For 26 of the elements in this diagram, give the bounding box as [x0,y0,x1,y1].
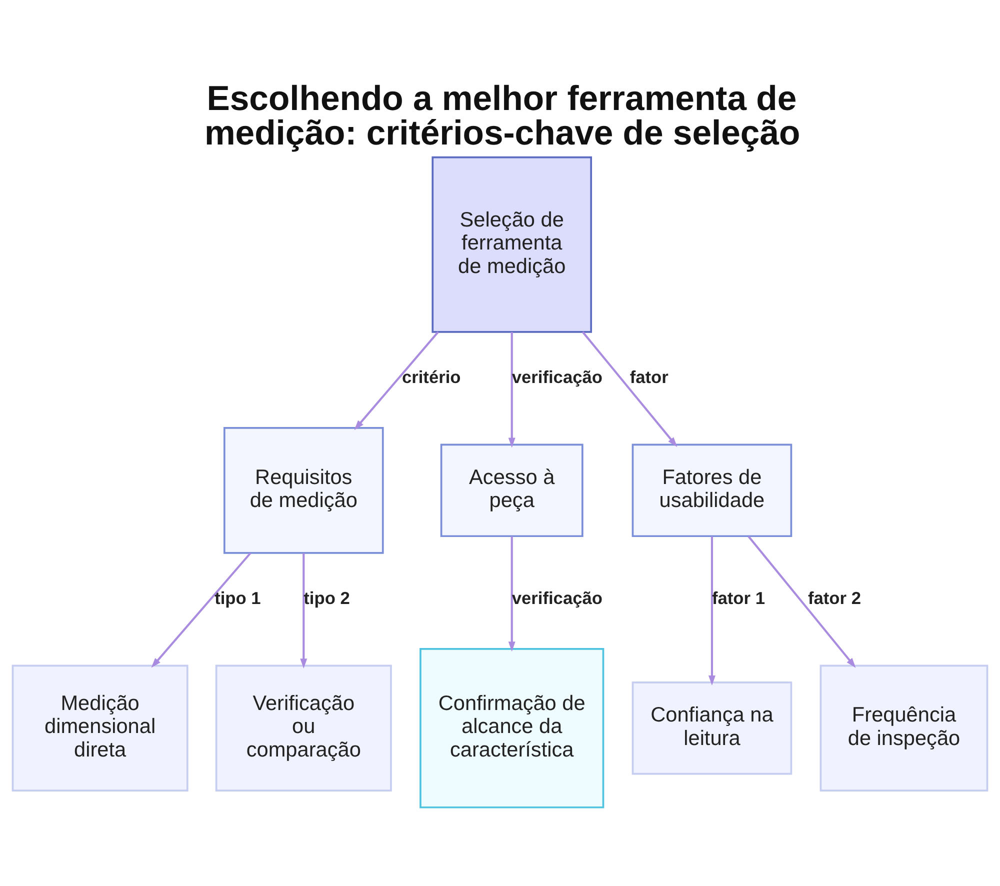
edge-label: critério [402,366,461,387]
arrow [300,553,308,669]
edge-label: verificação [512,366,602,387]
diagram-title: Escolhendo a melhor ferramenta de medição: critérios-chave de seleção [204,80,800,153]
node-box: Seleção de ferramenta de medição [432,156,592,333]
edge-label: fator 2 [808,588,861,608]
edge-label: fator 1 [712,588,765,608]
arrow [151,552,252,668]
node-box: Verificação ou comparação [215,664,392,792]
node-box: Confiança na leitura [632,682,792,775]
node-box: Fatores de usabilidade [632,444,792,538]
arrow [582,331,678,447]
node-box: Confirmação de alcance da característica [420,648,604,808]
arrow [508,332,516,448]
arrow [354,331,439,430]
arrow [708,536,716,686]
arrow [508,536,516,652]
node-box: Requisitos de medição [223,427,384,554]
node-box: Medição dimensional direta [12,664,188,792]
edge-label: tipo 1 [214,588,261,608]
edge-label: fator [630,366,668,387]
node-box: Acesso à peça [440,444,584,538]
edge-label: tipo 2 [304,588,350,608]
node-box: Frequência de inspeção [820,664,988,792]
edge-label: verificação [512,588,602,608]
arrow [748,536,856,668]
